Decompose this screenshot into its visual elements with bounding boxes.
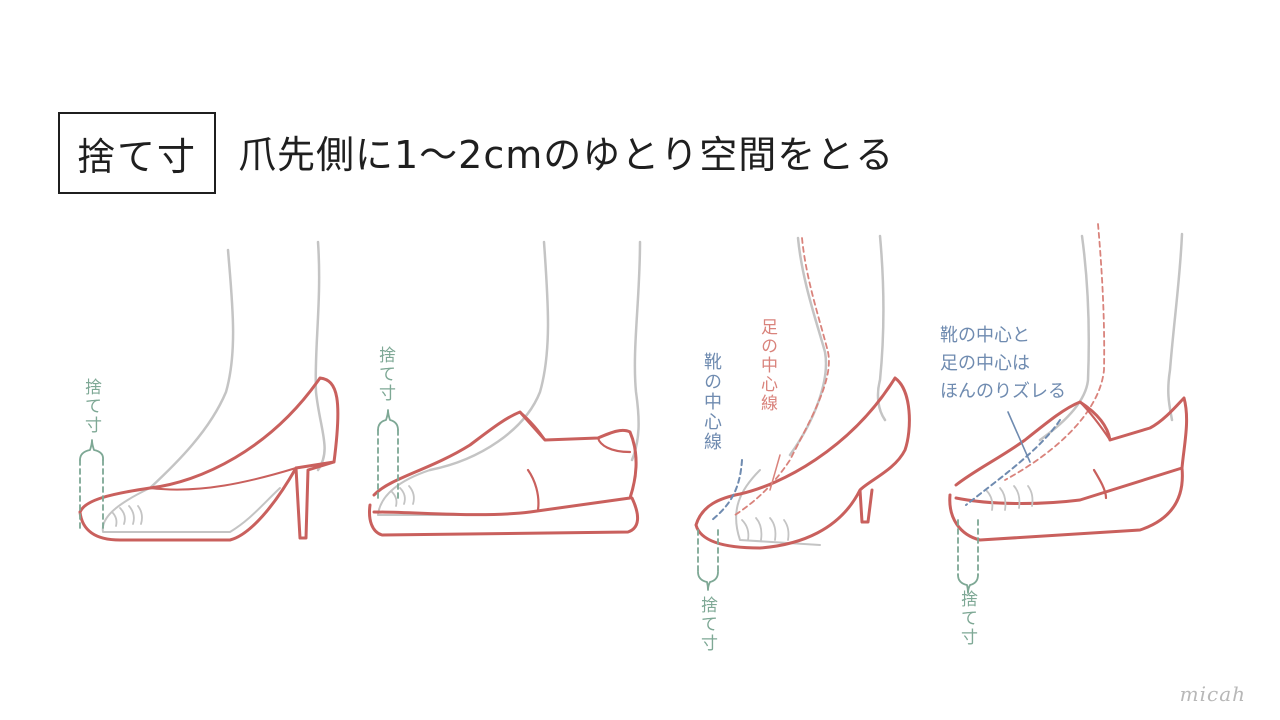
foot-outline <box>377 469 461 516</box>
toes <box>111 505 143 527</box>
slipon-sole <box>368 496 639 537</box>
slipon-sole <box>948 466 1184 542</box>
figure-pump-side <box>78 240 340 542</box>
pump-upper <box>694 376 911 550</box>
measure-bracket-4 <box>957 519 979 576</box>
foot-center-line <box>1004 223 1106 481</box>
offset-note-line-2: 足の中心は <box>940 352 1030 374</box>
leg-outline <box>1038 232 1184 442</box>
sutesun-label-2: 捨て寸 <box>375 346 395 403</box>
figure-pump-front <box>694 234 911 591</box>
offset-note-line-3: ほんのりズレる <box>940 380 1066 402</box>
pump-throat <box>149 467 297 491</box>
slipon-gore <box>1078 400 1112 500</box>
sutesun-label-4: 捨て寸 <box>957 590 977 647</box>
center-line-pointer <box>769 454 781 491</box>
toes <box>741 517 790 541</box>
sutesun-label-1: 捨て寸 <box>81 378 101 435</box>
measure-bracket-3 <box>697 529 719 573</box>
shoe-center-line-label: 靴の中心線 <box>701 352 722 452</box>
shoe-center-line <box>965 419 1061 506</box>
toes <box>985 485 1034 511</box>
pump-upper <box>78 376 340 542</box>
leg-outline <box>788 234 887 457</box>
leg-outline <box>428 240 642 472</box>
offset-note: 靴の中心と 足の中心は ほんのりズレる <box>940 322 1066 406</box>
slipon-gore <box>518 410 632 512</box>
measure-bracket-1 <box>79 459 104 529</box>
measure-bracket-2 <box>377 429 399 501</box>
foot-center-line <box>734 237 830 516</box>
title-box: 捨て寸 <box>58 112 216 194</box>
foot-outline <box>101 487 281 533</box>
figure-slipon-side <box>368 240 642 537</box>
figure-slipon-front <box>948 223 1189 594</box>
foot-outline <box>735 469 821 546</box>
slipon-upper <box>372 410 638 517</box>
title-box-label: 捨て寸 <box>76 134 197 179</box>
sutesun-label-3: 捨て寸 <box>697 596 717 653</box>
artist-signature: micah <box>1179 682 1246 706</box>
offset-pointer <box>1007 411 1031 463</box>
shoe-center-line <box>711 459 743 521</box>
foot-center-line-label: 足の中心線 <box>757 318 777 413</box>
offset-note-line-1: 靴の中心と <box>940 325 1030 346</box>
toes <box>391 485 415 507</box>
leg-outline <box>148 240 326 490</box>
slipon-upper <box>954 396 1189 506</box>
heading-text: 爪先側に1〜2cmのゆとり空間をとる <box>238 133 895 177</box>
